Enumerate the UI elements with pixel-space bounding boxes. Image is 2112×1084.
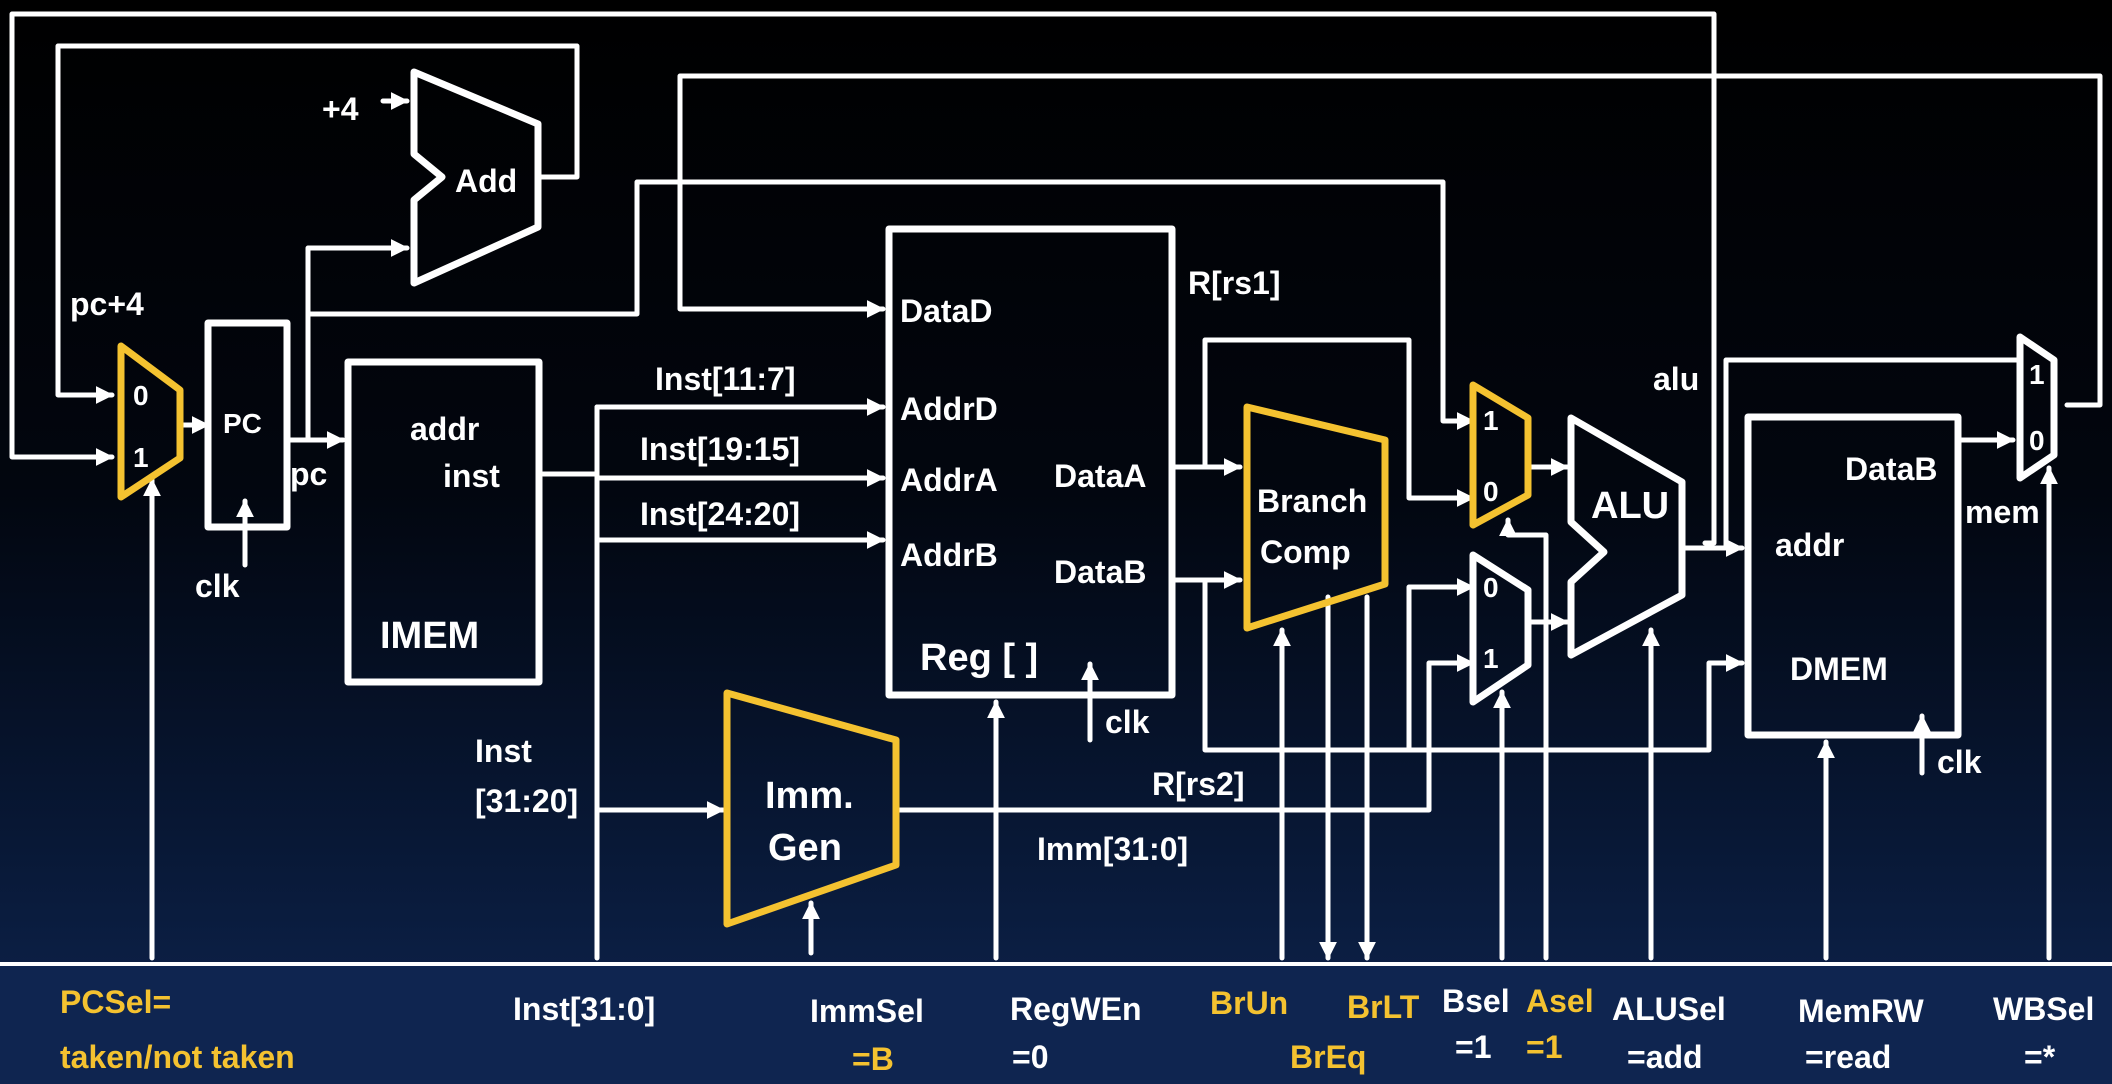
branch-label: Branch xyxy=(1257,483,1367,519)
dmem-addr-label: addr xyxy=(1775,527,1844,563)
wire-asel xyxy=(1499,517,1549,961)
wire-pc-plus4 xyxy=(55,43,580,404)
inst-31-20-label: [31:20] xyxy=(475,783,578,819)
wire-alu-to-wbmux xyxy=(1723,357,2023,551)
addra-label: AddrA xyxy=(900,462,998,498)
register-file xyxy=(885,225,1176,699)
pcsel-value: taken/not taken xyxy=(60,1039,295,1075)
wire-pc-to-add xyxy=(305,239,410,443)
wires xyxy=(9,11,2103,961)
alu-signal-label: alu xyxy=(1653,361,1699,397)
r-rs1-label: R[rs1] xyxy=(1188,265,1280,301)
dataa-label: DataA xyxy=(1054,458,1146,494)
imem-inst-label: inst xyxy=(443,458,500,494)
wbmux-0: 0 xyxy=(2029,425,2045,456)
inst-24-20-label: Inst[24:20] xyxy=(640,496,800,532)
imm-label: Imm. xyxy=(765,775,854,817)
alusel-value: =add xyxy=(1627,1039,1703,1075)
immsel-value: =B xyxy=(852,1041,894,1077)
imm-31-0-label: Imm[31:0] xyxy=(1037,831,1188,867)
branch-comp-shape xyxy=(1243,403,1389,632)
breq-label: BrEq xyxy=(1290,1039,1366,1075)
add-label: Add xyxy=(455,163,517,199)
brun-label: BrUn xyxy=(1210,985,1288,1021)
dmem-block xyxy=(1744,413,1962,739)
wire-rs2 xyxy=(1202,577,1745,753)
blocks xyxy=(204,68,2058,739)
r-rs2-label: R[rs2] xyxy=(1152,766,1244,802)
reg-label: Reg [ ] xyxy=(920,637,1038,679)
imem-label: IMEM xyxy=(380,615,479,657)
clk-dmem-label: clk xyxy=(1937,744,1982,780)
asel-label: Asel xyxy=(1526,983,1594,1019)
wire-rs1 xyxy=(1202,337,1476,507)
bsel-value: =1 xyxy=(1455,1029,1491,1065)
bmux-1: 1 xyxy=(1483,643,1499,674)
pcsel-label: PCSel= xyxy=(60,984,171,1020)
datad-label: DataD xyxy=(900,293,992,329)
brlt-label: BrLT xyxy=(1347,989,1420,1025)
wbsel-value: =* xyxy=(2024,1039,2056,1075)
alu-label: ALU xyxy=(1591,485,1669,527)
amux-0: 0 xyxy=(1483,476,1499,507)
addrd-label: AddrD xyxy=(900,391,998,427)
wb-mux-shape xyxy=(2016,333,2058,482)
alu-shape xyxy=(1567,414,1686,659)
amux-1: 1 xyxy=(1483,405,1499,436)
datab-label: DataB xyxy=(1054,554,1146,590)
clk-pc-label: clk xyxy=(195,568,240,604)
bsel-label: Bsel xyxy=(1442,983,1510,1019)
inst-31-0-label: Inst[31:0] xyxy=(513,991,655,1027)
memrw-value: =read xyxy=(1805,1039,1891,1075)
pc-mux-shape xyxy=(117,342,184,501)
comp-label: Comp xyxy=(1260,534,1351,570)
regwen-value: =0 xyxy=(1012,1039,1048,1075)
pc-plus4-label: pc+4 xyxy=(70,286,144,322)
pc-label: PC xyxy=(223,408,262,439)
wire-pc-to-amux xyxy=(305,179,1476,430)
memrw-label: MemRW xyxy=(1798,993,1924,1029)
wbmux-1: 1 xyxy=(2029,359,2045,390)
gen-label: Gen xyxy=(768,827,842,869)
inst-label: Inst xyxy=(475,733,532,769)
control-signal-bar xyxy=(0,962,2112,1084)
dmem-datab-label: DataB xyxy=(1845,451,1937,487)
asel-value: =1 xyxy=(1526,1029,1562,1065)
clk-reg-label: clk xyxy=(1105,704,1150,740)
immsel-label: ImmSel xyxy=(810,993,924,1029)
mem-signal-label: mem xyxy=(1965,494,2040,530)
inst-11-7-label: Inst[11:7] xyxy=(655,361,795,397)
wire-imm xyxy=(893,654,1476,813)
wbsel-label: WBSel xyxy=(1993,991,2094,1027)
imem-block xyxy=(344,358,543,686)
add-shape xyxy=(410,68,542,287)
wire-alu-to-pcmux xyxy=(9,11,1717,546)
pcmux-0: 0 xyxy=(133,380,149,411)
wire-rs2-to-bmux xyxy=(1406,578,1476,753)
wire-wb-to-datad xyxy=(677,73,2103,408)
imm-gen-shape xyxy=(723,689,900,928)
pc-register xyxy=(204,319,291,531)
imem-addr-label: addr xyxy=(410,411,479,447)
addrb-label: AddrB xyxy=(900,537,998,573)
bmux-0: 0 xyxy=(1483,572,1499,603)
regwen-label: RegWEn xyxy=(1010,991,1142,1027)
pc-signal-label: pc xyxy=(290,456,327,492)
pcmux-1: 1 xyxy=(133,442,149,473)
plus4-label: +4 xyxy=(322,91,359,127)
alusel-label: ALUSel xyxy=(1612,991,1726,1027)
a-mux-shape xyxy=(1469,381,1532,529)
b-mux-shape xyxy=(1469,551,1532,706)
dmem-label: DMEM xyxy=(1790,651,1888,687)
highlighted-blocks xyxy=(117,342,1532,928)
inst-19-15-label: Inst[19:15] xyxy=(640,431,800,467)
